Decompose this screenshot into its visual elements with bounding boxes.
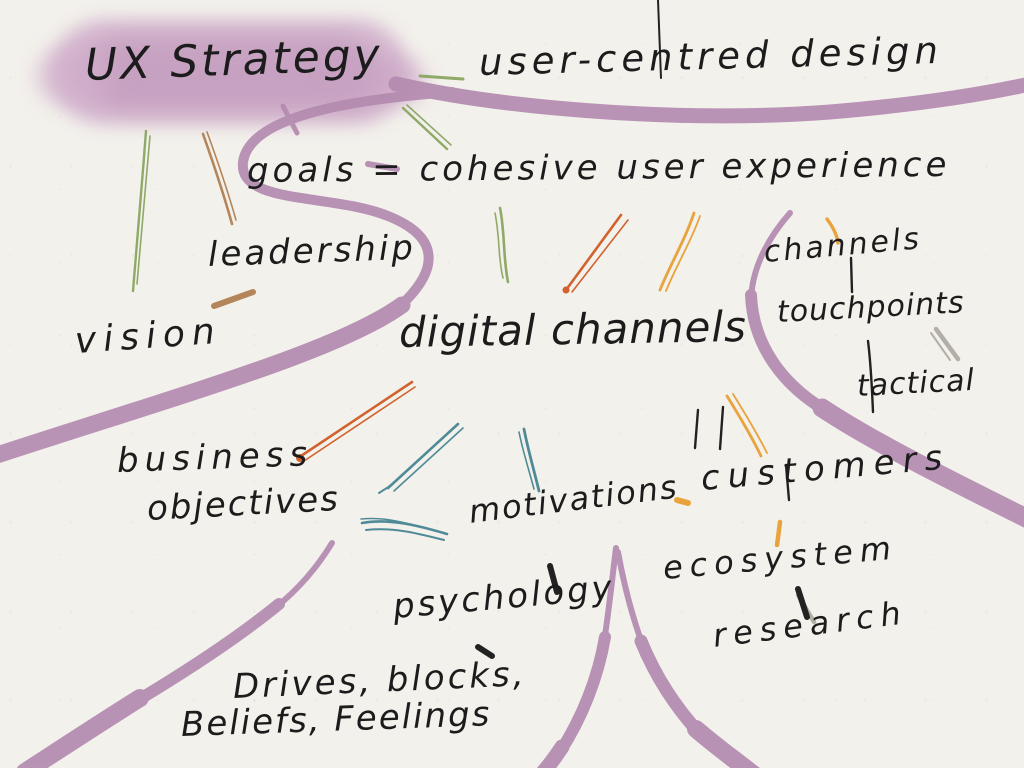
yellow-tick-above-channels [825, 217, 840, 245]
node-drives-blocks-line2: Beliefs, Feelings [180, 694, 492, 745]
node-business-objectives-line1: business [116, 434, 314, 481]
title-highlight-cloud-inner [86, 36, 376, 110]
title-highlight-cloud-left [36, 48, 116, 104]
brown-dash-leadership-to-vision [211, 289, 256, 309]
node-digital-channels: digital channels [398, 301, 748, 357]
pen-scribble-motivations-to-psychology [547, 563, 560, 595]
purple-dash-under-goals [365, 161, 400, 172]
gray-tick-touchpoints-to-tactical [930, 326, 961, 362]
branch-right [745, 210, 1024, 528]
node-vision: vision [73, 310, 223, 362]
node-tactical: tactical [856, 362, 976, 404]
branch-left-s-curve [0, 87, 457, 463]
yellow-stroke-experience-to-digital [658, 211, 701, 292]
pen-line-top-to-user-centred [657, 0, 662, 79]
teal-stroke-digital-to-motivations [518, 427, 541, 493]
branch-bottom-left [16, 540, 335, 768]
green-stroke-goals-to-digital [494, 206, 510, 284]
branch-bottom-fork-right-arm [615, 549, 760, 768]
green-stroke-cloud-to-vision [131, 129, 151, 293]
branch-top [388, 76, 1024, 124]
pen-line-digital-to-customers-2 [718, 405, 725, 451]
branch-bottom-fork-left-arm [536, 545, 619, 768]
orange-stroke-objectives-to-digital [296, 380, 416, 464]
node-leadership: leadership [207, 227, 417, 275]
pen-scribble-psychology-to-drives [475, 644, 495, 659]
green-stroke-cloud-to-goals [401, 104, 452, 151]
yellow-stroke-digital-to-customers [725, 393, 768, 458]
orange-stroke-goals-to-digital [562, 213, 629, 294]
yellow-dash-motivations-to-customers [674, 497, 691, 506]
pen-line-digital-to-customers-1 [693, 408, 700, 450]
node-goals-cohesive-user-experience: goals = cohesive user experience [246, 144, 951, 191]
pen-scribble-ecosystem [795, 586, 810, 620]
green-dash-cloud-to-user-centred [418, 74, 465, 81]
pen-line-channels-to-touchpoints [849, 256, 854, 294]
purple-tick-near-cloud [280, 103, 300, 136]
brown-stroke-cloud-to-leadership [201, 131, 237, 226]
yellow-tick-customers-to-ecosystem [774, 519, 783, 548]
teal-squiggle-objectives-to-motivations [360, 517, 449, 541]
pen-line-customers-to-ecosystem [784, 463, 791, 502]
node-business-objectives-line2: objectives [145, 478, 341, 529]
node-user-centred-design: user-centred design [478, 28, 944, 84]
pen-line-touchpoints-to-tactical [866, 339, 875, 414]
teal-stroke-digital-to-objectives [378, 422, 464, 494]
node-ux-strategy: UX Strategy [84, 29, 384, 91]
